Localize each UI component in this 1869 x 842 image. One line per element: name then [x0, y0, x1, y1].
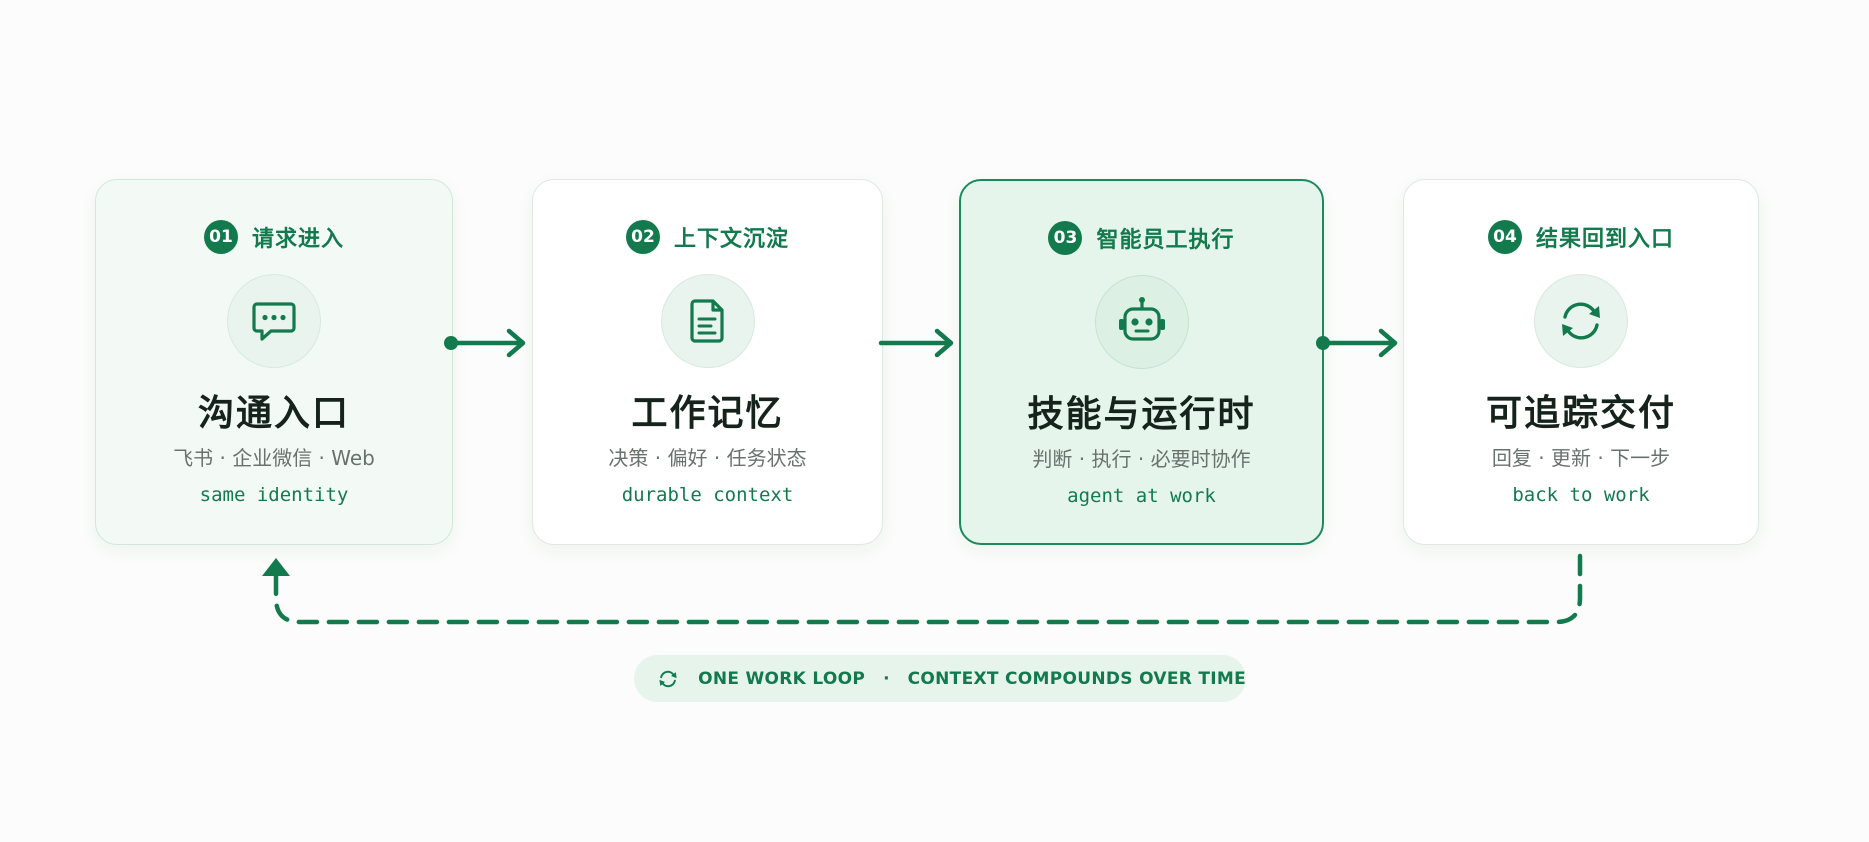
loop-back-dashed-path — [262, 553, 1583, 625]
step-tagline: back to work — [1512, 484, 1650, 506]
work-loop-badge: ONE WORK LOOP · CONTEXT COMPOUNDS OVER T… — [634, 655, 1246, 702]
step-title: 沟通入口 — [197, 393, 350, 434]
step-icon-circle — [227, 274, 321, 368]
step-icon-circle — [1534, 274, 1628, 368]
step-number-badge: 03 — [1048, 221, 1083, 255]
step-label: 请求进入 — [251, 227, 344, 252]
step-number-badge: 01 — [203, 220, 238, 254]
step-header: 04 结果回到入口 — [1404, 220, 1758, 254]
arrow-1-to-2 — [444, 328, 526, 358]
step-icon-circle — [660, 274, 755, 368]
step-label: 上下文沉淀 — [673, 227, 789, 252]
step-number-badge: 04 — [1487, 220, 1522, 254]
step-card-communication-entry: 01 请求进入 沟通入口 飞书 · 企业微信 · Web same identi… — [95, 179, 453, 545]
loop-text-right: CONTEXT COMPOUNDS OVER TIME — [907, 668, 1246, 689]
step-subtitle: 判断 · 执行 · 必要时协作 — [1032, 447, 1251, 471]
robot-icon — [1118, 297, 1165, 341]
step-card-traceable-delivery: 04 结果回到入口 可追踪交付 回复 · 更新 · 下一步 back to wo… — [1403, 179, 1759, 545]
step-card-working-memory: 02 上下文沉淀 工作记忆 决策 · 偏好 · 任务状态 durable con… — [532, 179, 883, 545]
step-tagline: same identity — [199, 484, 349, 506]
step-label: 结果回到入口 — [1535, 227, 1674, 252]
document-icon — [689, 299, 724, 343]
refresh-icon — [1562, 302, 1600, 340]
step-tagline: agent at work — [1067, 485, 1216, 507]
step-tagline: durable context — [621, 484, 794, 506]
step-subtitle: 飞书 · 企业微信 · Web — [173, 446, 375, 470]
loop-text-left: ONE WORK LOOP — [698, 668, 866, 689]
step-card-skills-runtime: 03 智能员工执行 技能与运行时 判断 · 执行 · 必要时协作 agent a… — [959, 179, 1324, 545]
arrow-3-to-4 — [1316, 328, 1398, 358]
arrow-2-to-3 — [878, 328, 954, 358]
step-header: 03 智能员工执行 — [961, 221, 1322, 255]
step-label: 智能员工执行 — [1096, 228, 1235, 253]
step-subtitle: 回复 · 更新 · 下一步 — [1491, 446, 1671, 470]
step-title: 工作记忆 — [631, 393, 784, 434]
step-header: 01 请求进入 — [96, 220, 452, 254]
step-subtitle: 决策 · 偏好 · 任务状态 — [608, 446, 807, 470]
step-title: 可追踪交付 — [1485, 393, 1676, 434]
loop-separator: · — [883, 668, 890, 689]
loop-arrowhead-up — [262, 558, 290, 576]
step-icon-circle — [1094, 275, 1189, 369]
chat-bubble-icon — [252, 302, 296, 341]
step-header: 02 上下文沉淀 — [533, 220, 882, 254]
step-number-badge: 02 — [625, 220, 660, 254]
refresh-icon — [659, 670, 677, 687]
step-title: 技能与运行时 — [1027, 394, 1256, 435]
